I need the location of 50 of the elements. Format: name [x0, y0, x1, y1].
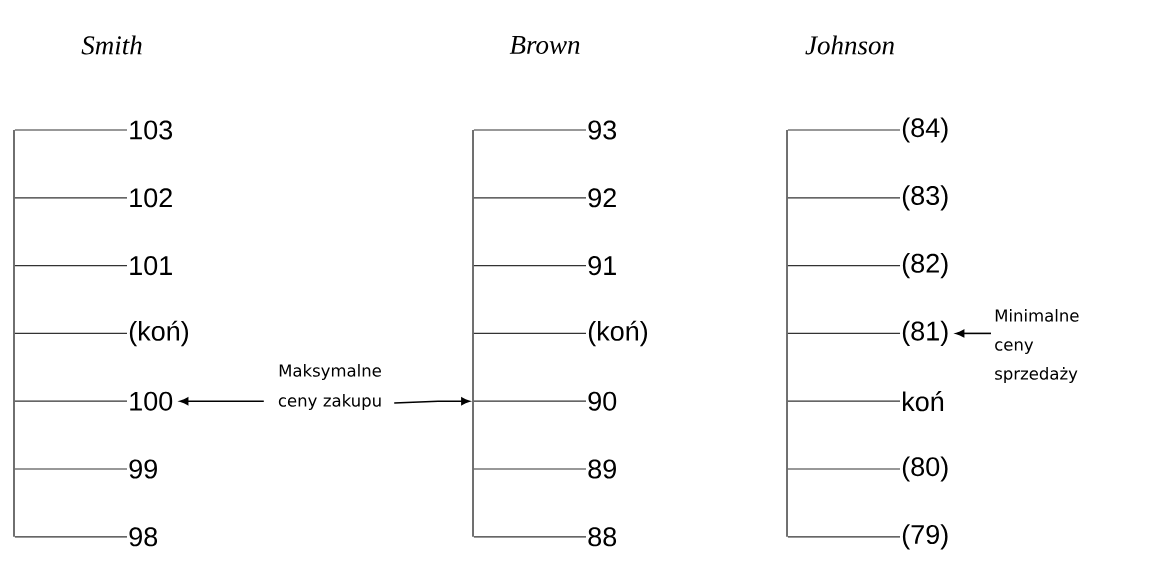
price-label: 103 — [130, 120, 173, 140]
ladder-tick — [787, 332, 901, 334]
price-label: 98 — [129, 527, 158, 547]
ladder-tick — [473, 265, 587, 267]
ladder-tick — [14, 400, 128, 402]
price-label: 99 — [129, 459, 157, 479]
price-label: (79) — [902, 524, 948, 550]
ladder-tick — [14, 197, 128, 199]
ladder-tick — [473, 536, 587, 538]
callout-text: Minimalne ceny sprzedaży — [995, 309, 1079, 383]
price-label: 92 — [588, 188, 616, 208]
ladder-tick — [473, 129, 587, 131]
arrow — [955, 329, 992, 338]
ladder-tick — [787, 197, 901, 199]
ladder-tick — [473, 468, 587, 470]
ladder-tick — [473, 400, 587, 402]
ladder-tick — [14, 265, 128, 267]
column-title: Johnson — [805, 35, 894, 55]
price-label: 102 — [130, 188, 172, 208]
price-label: (80) — [902, 456, 948, 482]
price-label: (koń) — [129, 320, 189, 347]
ladder-tick — [14, 129, 128, 131]
ladder-tick — [787, 129, 901, 131]
price-label: 100 — [130, 391, 173, 411]
price-label: 88 — [588, 527, 617, 547]
ladder-tick — [787, 265, 901, 267]
column-title: Smith — [81, 35, 142, 55]
ladder-tick — [14, 468, 128, 470]
price-label: (81) — [902, 320, 948, 346]
price-label: 93 — [588, 120, 617, 140]
price-label: (83) — [902, 185, 948, 211]
column-title: Brown — [509, 36, 580, 54]
ladder-tick — [14, 332, 128, 334]
price-label: (82) — [902, 253, 948, 279]
price-label: (84) — [902, 117, 948, 143]
ladder-tick — [787, 468, 901, 470]
price-label: (koń) — [588, 320, 648, 347]
ladder-tick — [787, 400, 901, 402]
price-label: 89 — [588, 459, 616, 479]
ladder-tick — [14, 536, 128, 538]
price-label: koń — [903, 391, 944, 412]
price-label: 91 — [588, 256, 616, 276]
arrow — [179, 397, 265, 406]
arrow — [393, 397, 470, 406]
ladder-tick — [787, 536, 901, 538]
ladder-tick — [473, 332, 587, 334]
price-label: 101 — [130, 256, 172, 276]
price-label: 90 — [588, 391, 617, 411]
callout-text: Maksymalne ceny zakupu — [278, 364, 381, 410]
ladder-tick — [473, 197, 587, 199]
